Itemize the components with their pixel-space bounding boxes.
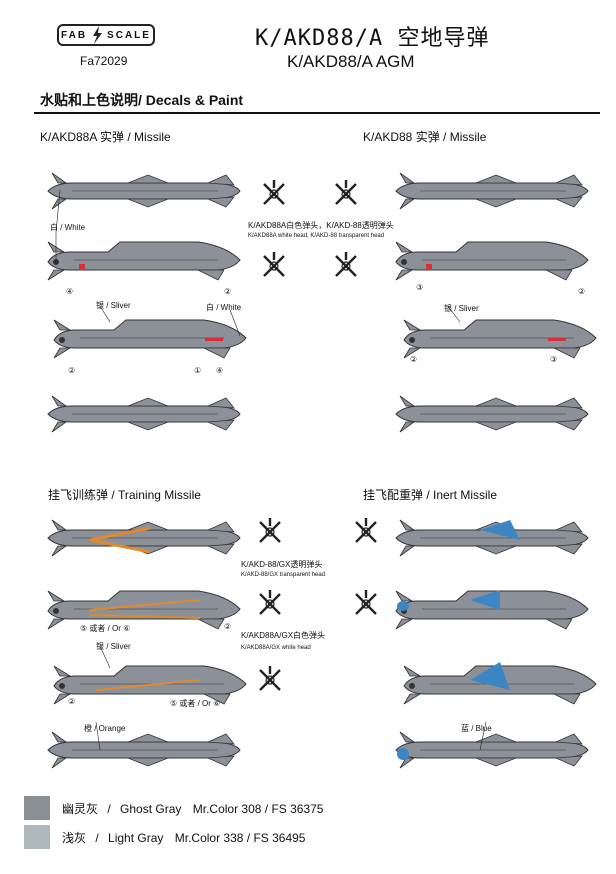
marker-2-a: ② <box>224 287 232 296</box>
page-title: K/AKD88/A 空地导弹 <box>255 26 490 51</box>
logo-scale-text: SCALE <box>107 29 151 41</box>
note-head-en-3: K/AKD88A/GX white head <box>241 645 311 651</box>
legend-ghost-sep: / <box>107 802 111 816</box>
callout-silver-bl: 银 / Sliver <box>96 642 131 651</box>
logo-fab-text: FAB <box>61 29 88 41</box>
marker-3-b: ③ <box>550 355 558 364</box>
section-divider <box>34 112 600 114</box>
callout-or-b: ⑤ 或者 / Or ⑥ <box>170 699 221 708</box>
legend-light-spec: Mr.Color 338 / FS 36495 <box>174 831 306 845</box>
legend-light-gray: 浅灰 / Light Gray Mr.Color 338 / FS 36495 <box>62 829 305 846</box>
marker-4-a: ④ <box>66 287 74 296</box>
note-head-cn-1: K/AKD88A白色弹头，K/AKD-88透明弹头 <box>248 221 394 230</box>
note-head-cn-2: K/AKD-88/GX透明弹头 <box>241 560 323 569</box>
lightning-icon <box>93 26 103 44</box>
marker-1: ① <box>194 366 202 375</box>
marker-2-d: ② <box>410 355 418 364</box>
legend-ghost-gray: 幽灵灰 / Ghost Gray Mr.Color 308 / FS 36375 <box>62 800 323 817</box>
legend-light-cn: 浅灰 <box>62 831 87 845</box>
marker-2-b: ② <box>68 366 76 375</box>
marker-2-e: ② <box>224 622 232 631</box>
section-title: 水贴和上色说明/ Decals & Paint <box>40 92 244 108</box>
panel-title-live-a: K/AKD88A 实弹 / Missile <box>40 130 171 144</box>
light-gray-swatch <box>24 825 50 849</box>
callout-silver-tl: 银 / Sliver <box>96 301 131 310</box>
fab-scale-logo: FAB SCALE <box>57 24 155 46</box>
legend-light-en: Light Gray <box>108 831 164 845</box>
page-subtitle: K/AKD88/A AGM <box>287 52 415 71</box>
legend-light-sep: / <box>95 831 99 845</box>
callout-blue: 蓝 / Blue <box>461 724 492 733</box>
panel-title-training: 挂飞训练弹 / Training Missile <box>48 488 201 502</box>
callout-or-a: ⑤ 或者 / Or ⑥ <box>80 624 131 633</box>
callout-white-left: 白 / White <box>50 223 86 232</box>
callout-orange: 橙 / Orange <box>84 724 126 733</box>
ghost-gray-swatch <box>24 796 50 820</box>
marker-2-c: ② <box>578 287 586 296</box>
note-head-en-2: K/AKD-88/GX transparent head <box>241 572 326 578</box>
callout-white-right: 白 / White <box>206 303 242 312</box>
marker-3-a: ③ <box>416 283 424 292</box>
legend-ghost-en: Ghost Gray <box>120 802 182 816</box>
note-head-en-1: K/AKD88A white head, K/AKD-88 transparen… <box>248 233 385 239</box>
panel-title-inert: 挂飞配重弹 / Inert Missile <box>363 488 498 502</box>
callout-silver-tr: 银 / Sliver <box>444 304 479 313</box>
panel-title-live: K/AKD88 实弹 / Missile <box>363 130 487 144</box>
marker-4-b: ④ <box>216 366 224 375</box>
legend-ghost-cn: 幽灵灰 <box>62 802 99 816</box>
kit-code: Fa72029 <box>80 54 128 68</box>
note-head-cn-3: K/AKD88A/GX白色弹头 <box>241 631 326 640</box>
legend-ghost-spec: Mr.Color 308 / FS 36375 <box>192 802 324 816</box>
marker-2-f: ② <box>68 697 76 706</box>
